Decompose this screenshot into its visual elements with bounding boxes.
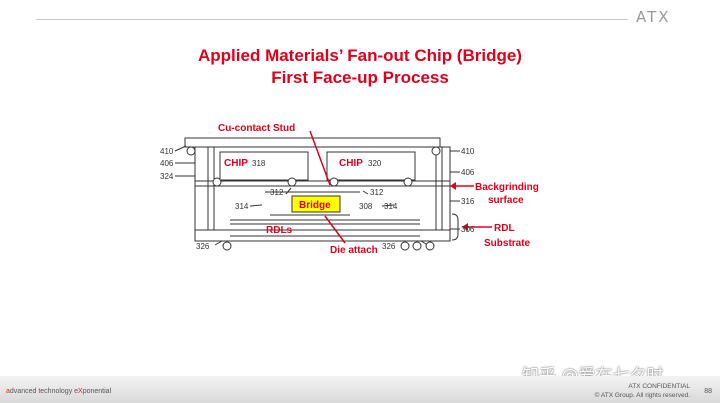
header-rule [36,19,628,20]
ref-312-right: 312 [370,188,384,197]
ref-306: 306 [461,225,475,234]
bridge-die [291,195,341,213]
stud-ball [287,177,297,187]
stud-ball [431,146,441,156]
footer-tagline: advanced technology eXponential [6,388,112,395]
callout-die-attach: Die attach [330,245,378,256]
chip-left-ref: 318 [252,159,266,168]
ref-406-left: 406 [160,159,174,168]
solder-ball [412,241,422,251]
ref-312-left: 312 [270,188,284,197]
slide-subtitle: First Face-up Process [271,68,449,87]
ref-316: 316 [461,197,475,206]
ref-324: 324 [160,172,174,181]
die-attach-arrow [324,215,346,244]
ref-406-right: 406 [461,168,475,177]
callout-substrate: Substrate [484,238,531,249]
ref-326-right: 326 [382,242,396,251]
callout-cu-contact-stud: Cu-contact Stud [218,123,295,134]
stud-ball [403,177,413,187]
ref-410-left: 410 [160,147,174,156]
ref-326-left: 326 [196,242,210,251]
ref-410-right: 410 [461,147,475,156]
ref-314-right: 314 [384,202,398,211]
chip-left-body [219,151,309,181]
stud-ball [186,146,196,156]
slide-title: Applied Materials’ Fan-out Chip (Bridge) [198,46,522,65]
chip-left-label: CHIP [224,158,248,169]
atx-logo: ATX [636,8,671,26]
chip-right-ref: 320 [368,159,382,168]
bridge-label: Bridge [299,200,331,211]
solder-ball [222,241,232,251]
footer-confidential: ATX CONFIDENTIAL© ATX Group. All rights … [594,383,690,399]
solder-ball [425,241,435,251]
stud-ball [212,177,222,187]
rdl-layer-label: RDLs [266,225,293,236]
callout-backgrinding: Backgrinding [475,182,539,193]
cu-stud-arrow [309,130,331,186]
ref-308: 308 [359,202,373,211]
chip-right-body [326,151,416,181]
callout-surface: surface [488,195,524,206]
stud-ball [329,177,339,187]
footer-bar [0,376,720,403]
page-number: 88 [704,388,712,395]
callout-rdl: RDL [494,223,515,234]
ref-314-left: 314 [235,202,249,211]
chip-right-label: CHIP [339,158,363,169]
solder-ball [400,241,410,251]
